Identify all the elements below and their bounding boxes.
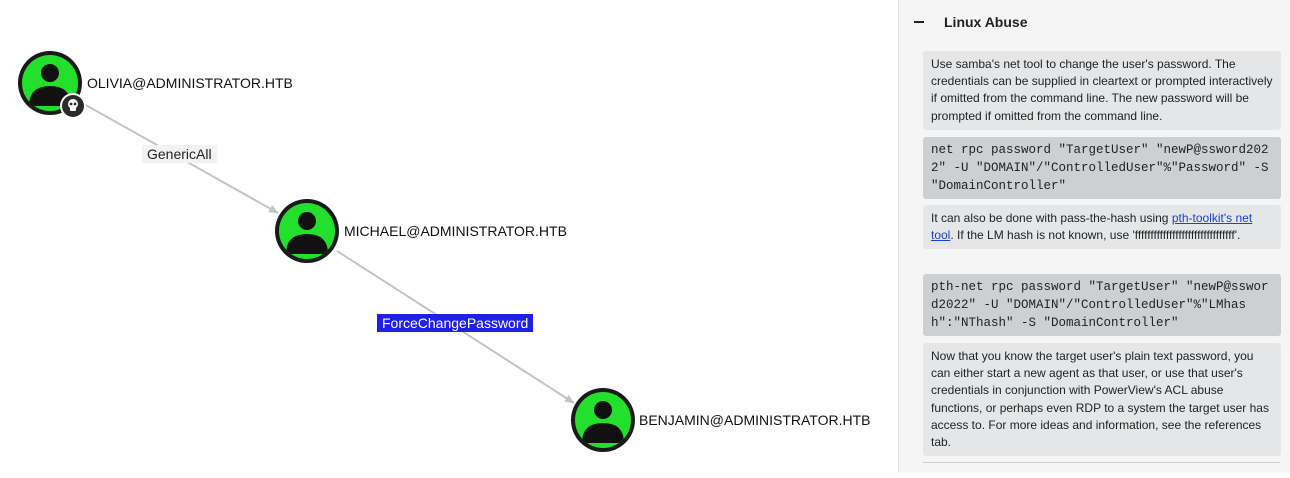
minus-icon[interactable] bbox=[914, 21, 924, 23]
node-label-olivia[interactable]: OLIVIA@ADMINISTRATOR.HTB bbox=[87, 75, 293, 91]
user-icon bbox=[286, 212, 328, 254]
node-olivia[interactable] bbox=[18, 51, 86, 119]
skull-icon bbox=[60, 93, 86, 119]
code-block: net rpc password "TargetUser" "newP@sswo… bbox=[923, 137, 1281, 199]
graph-canvas[interactable]: OLIVIA@ADMINISTRATOR.HTB MICHAEL@ADMINIS… bbox=[0, 0, 898, 473]
pth-toolkit-link[interactable]: pth-toolkit's net tool bbox=[931, 211, 1253, 243]
edge-label-generic-all[interactable]: GenericAll bbox=[142, 145, 217, 163]
divider bbox=[923, 462, 1280, 463]
abuse-paragraph: Use samba's net tool to change the user'… bbox=[923, 51, 1281, 130]
user-icon bbox=[29, 64, 71, 106]
edge-label-force-change-password[interactable]: ForceChangePassword bbox=[377, 314, 534, 332]
edge-info-panel: Linux Abuse Use samba's net tool to chan… bbox=[898, 0, 1290, 473]
graph-svg bbox=[18, 51, 635, 452]
node-michael[interactable] bbox=[275, 199, 339, 263]
paragraph-text: . If the LM hash is not known, use 'ffff… bbox=[950, 228, 1241, 243]
node-label-michael[interactable]: MICHAEL@ADMINISTRATOR.HTB bbox=[344, 223, 567, 239]
section-title: Linux Abuse bbox=[944, 14, 1028, 30]
node-benjamin[interactable] bbox=[571, 388, 635, 452]
paragraph-text: It can also be done with pass-the-hash u… bbox=[931, 211, 1172, 225]
abuse-paragraph: It can also be done with pass-the-hash u… bbox=[923, 205, 1281, 250]
user-icon bbox=[582, 401, 624, 443]
abuse-paragraph: Now that you know the target user's plai… bbox=[923, 343, 1281, 457]
code-block: pth-net rpc password "TargetUser" "newP@… bbox=[923, 274, 1281, 336]
node-label-benjamin[interactable]: BENJAMIN@ADMINISTRATOR.HTB bbox=[639, 412, 871, 428]
linux-abuse-section-header[interactable]: Linux Abuse bbox=[911, 12, 1028, 32]
